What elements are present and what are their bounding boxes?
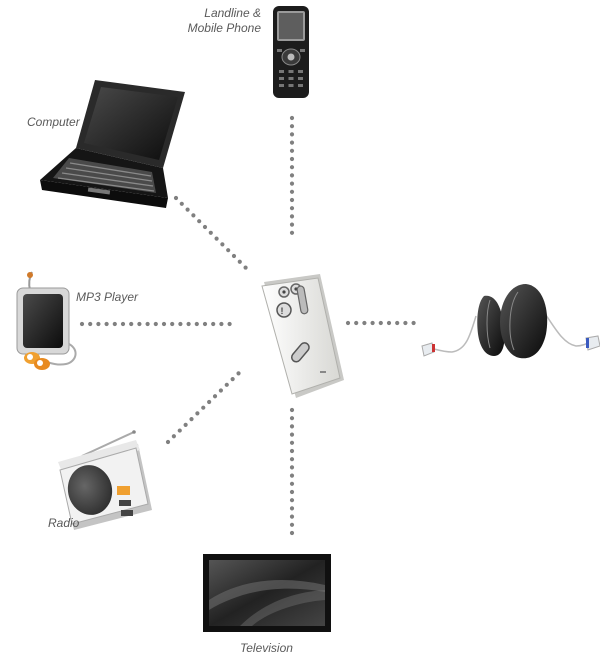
label-phone: Landline & Mobile Phone bbox=[188, 6, 261, 36]
label-television: Television bbox=[240, 641, 293, 655]
laptop-icon bbox=[40, 80, 185, 208]
hearing-aids-icon bbox=[421, 284, 600, 359]
label-phone-line1: Landline & bbox=[204, 6, 261, 20]
connector-radio bbox=[165, 367, 245, 445]
connector-computer bbox=[173, 195, 249, 271]
svg-text:!: ! bbox=[281, 306, 284, 316]
label-computer: Computer bbox=[27, 115, 80, 129]
phone-icon bbox=[273, 6, 309, 98]
connector-lines bbox=[79, 115, 421, 541]
label-mp3-player: MP3 Player bbox=[76, 290, 139, 304]
television-icon bbox=[203, 554, 331, 632]
label-radio: Radio bbox=[48, 516, 80, 530]
remote-streamer-icon: ! bbox=[261, 274, 344, 398]
radio-icon bbox=[58, 430, 152, 530]
mp3-player-icon bbox=[16, 271, 77, 370]
label-phone-line2: Mobile Phone bbox=[187, 21, 261, 35]
